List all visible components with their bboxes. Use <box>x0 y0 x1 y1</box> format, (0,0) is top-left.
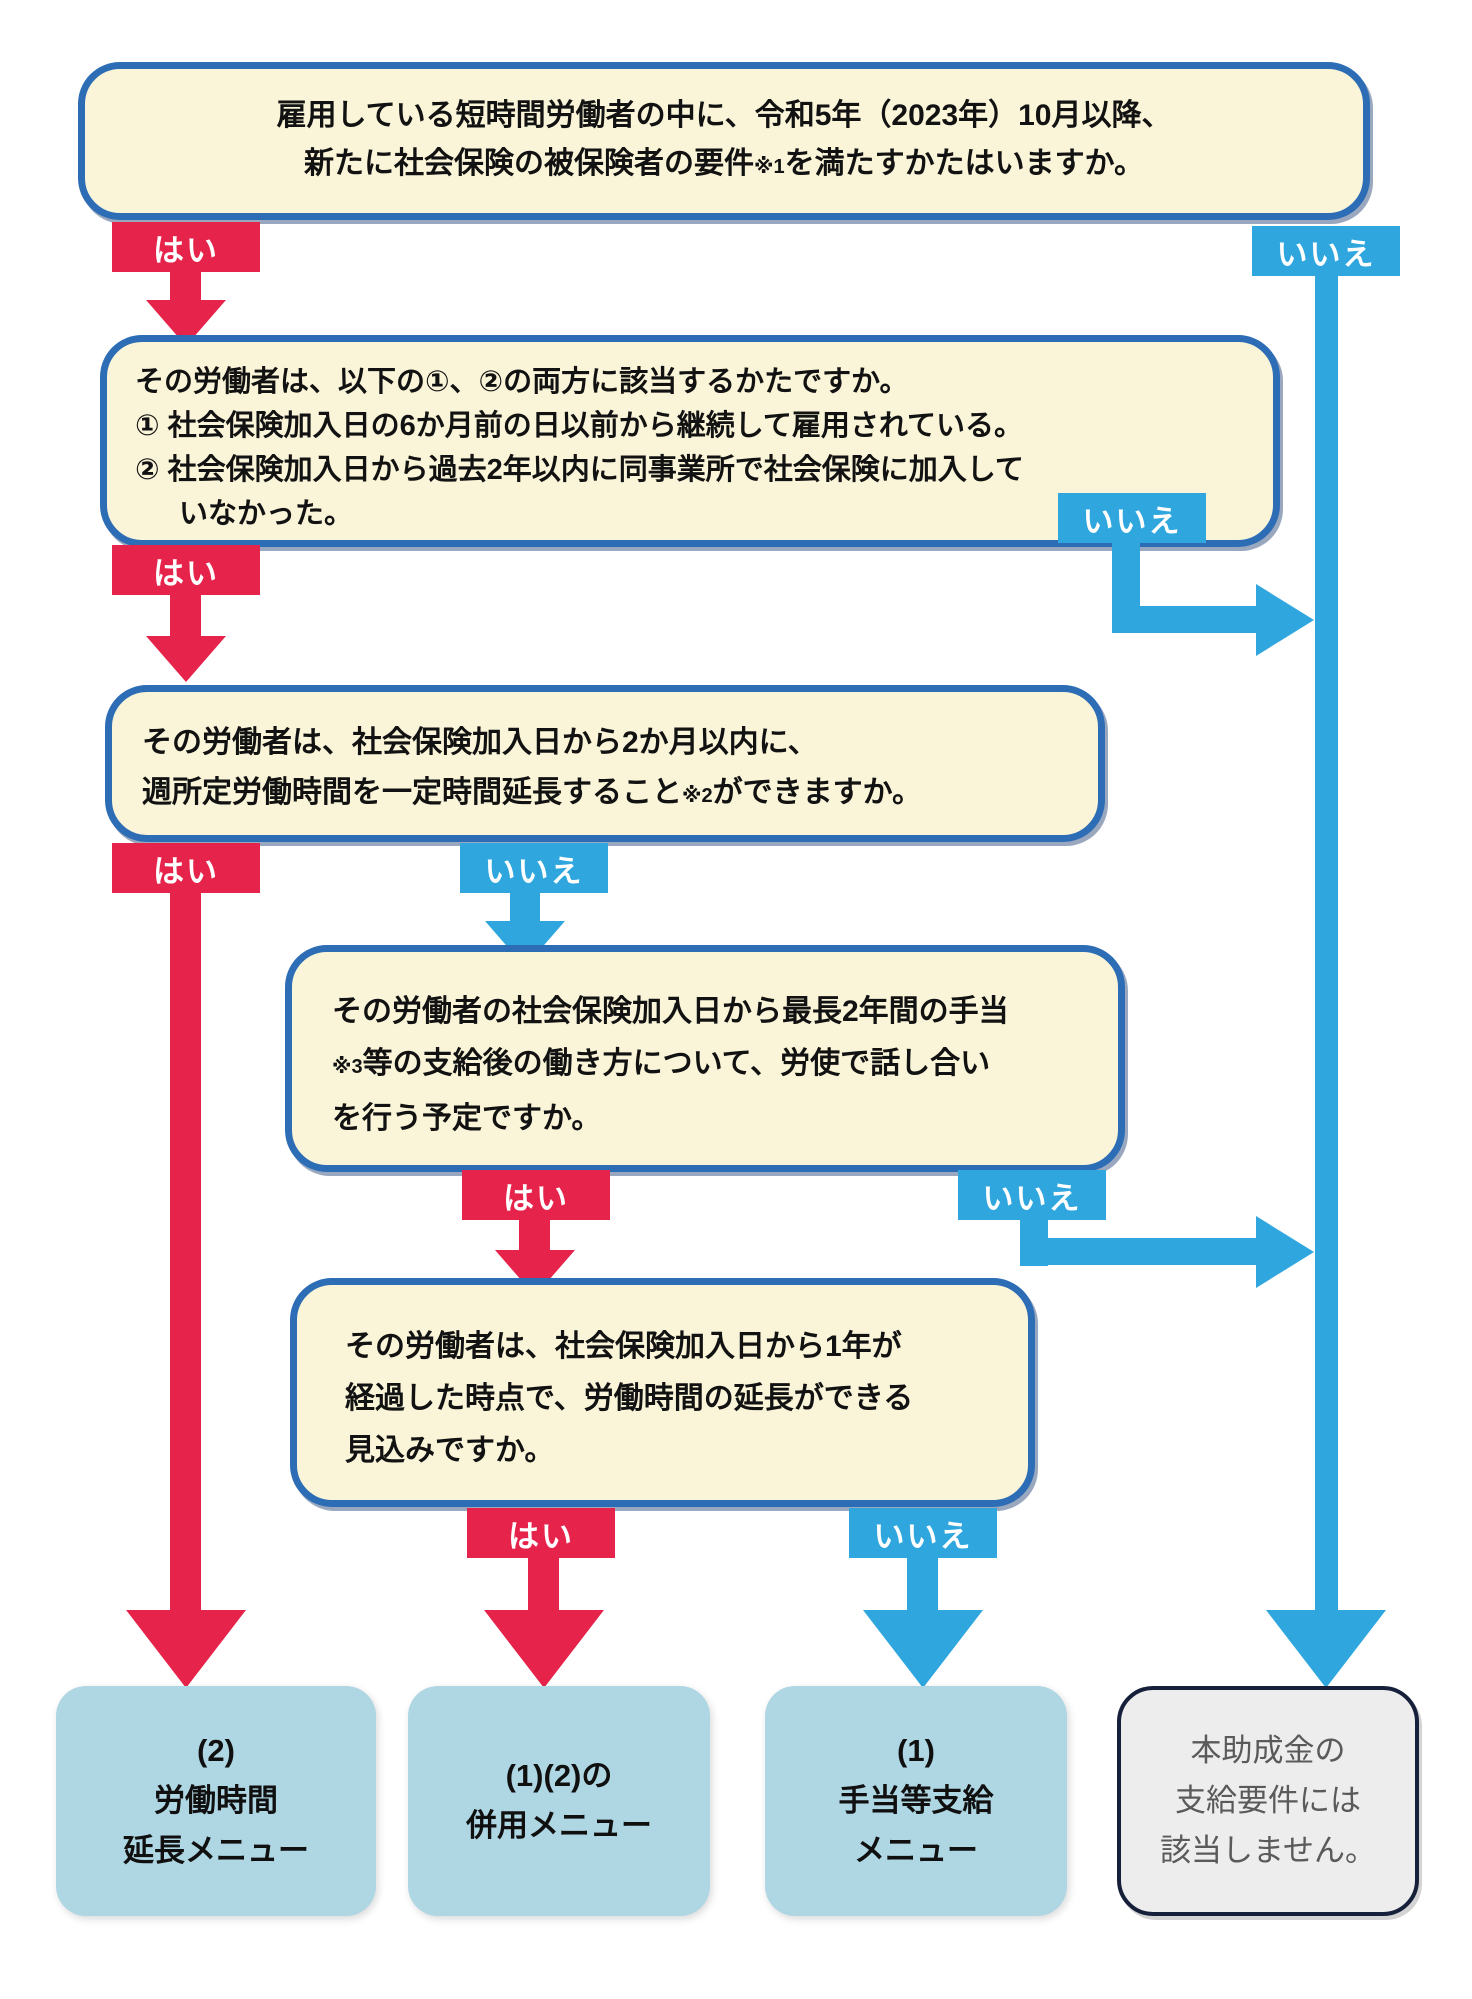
q4-line3: を行う予定ですか。 <box>332 1102 602 1135</box>
r4-line2: 支給要件には <box>1175 1783 1361 1818</box>
question-box-3: その労働者は、社会保険加入日から2か月以内に、 週所定労働時間を一定時間延長する… <box>105 685 1105 842</box>
q2-item2: ② 社会保険加入日から過去2年以内に同事業所で社会保険に加入して <box>135 454 1024 486</box>
footnote-ref-3: ※3 <box>332 1056 363 1078</box>
q5-line1: その労働者は、社会保険加入日から1年が <box>345 1330 902 1363</box>
r2-line2: 併用メニュー <box>466 1808 652 1843</box>
q2-bold-both: 両方に <box>532 366 620 398</box>
q4-line2: ※3等の支給後の働き方について、労使で話し合い <box>332 1047 991 1080</box>
r1-line2: 労働時間 <box>154 1783 278 1818</box>
q2-item2-cont: いなかった。 <box>179 498 354 530</box>
r3-line2: 手当等支給 <box>838 1783 994 1818</box>
no-label-q3: いいえ <box>460 843 608 893</box>
question-box-1: 雇用している短時間労働者の中に、令和5年（2023年）10月以降、 新たに社会保… <box>78 62 1370 220</box>
no-label-q4: いいえ <box>958 1170 1106 1220</box>
result-box-not-eligible: 本助成金の 支給要件には 該当しません。 <box>1117 1686 1419 1916</box>
r1-line1: (2) <box>197 1733 235 1768</box>
r2-line1: (1)(2)の <box>505 1758 613 1793</box>
yes-label-q4: はい <box>462 1170 610 1220</box>
arrow-yes-q4-stem <box>519 1218 550 1254</box>
q3-line2: 週所定労働時間を一定時間延長すること※2ができますか。 <box>142 776 922 809</box>
question-box-2: その労働者は、以下の①、②の両方に該当するかたですか。 ① 社会保険加入日の6か… <box>100 335 1280 547</box>
yes-label-q1: はい <box>112 222 260 272</box>
q2-line1: その労働者は、以下の①、②の両方に該当するかたですか。 <box>135 366 909 398</box>
question-box-5: その労働者は、社会保険加入日から1年が 経過した時点で、労働時間の延長ができる … <box>290 1278 1035 1507</box>
arrow-no-q4-hbar <box>1020 1238 1260 1265</box>
r3-line1: (1) <box>897 1733 935 1768</box>
arrow-no-q5-stem <box>907 1556 938 1614</box>
arrow-yes-q1-stem <box>170 270 201 304</box>
yes-label-q5: はい <box>467 1508 615 1558</box>
arrowhead-no-line-to-not-eligible <box>1266 1610 1386 1688</box>
arrowhead-yes-q3-to-extension <box>126 1610 246 1688</box>
q2-item1: ① 社会保険加入日の6か月前の日以前から継続して雇用されている。 <box>135 410 1024 442</box>
result-box-allowance-menu: (1) 手当等支給 メニュー <box>765 1686 1067 1916</box>
footnote-ref-2: ※2 <box>682 785 713 807</box>
footnote-ref-1: ※1 <box>754 155 785 178</box>
r4-line1: 本助成金の <box>1190 1733 1346 1768</box>
arrowhead-no-q4-to-main-line <box>1256 1216 1314 1288</box>
q5-line3: 見込みですか。 <box>345 1434 555 1467</box>
r3-line3: メニュー <box>854 1833 978 1868</box>
q1-line2: 新たに社会保険の被保険者の要件※1を満たすかたはいますか。 <box>304 146 1144 180</box>
arrowhead-no-q2-to-main-line <box>1256 584 1314 656</box>
arrow-yes-q3-long-stem <box>170 891 201 1614</box>
arrow-no-q1-main-line <box>1315 274 1338 1614</box>
result-box-extension-menu: (2) 労働時間 延長メニュー <box>56 1686 376 1916</box>
question-box-4: その労働者の社会保険加入日から最長2年間の手当 ※3等の支給後の働き方について、… <box>285 945 1125 1172</box>
no-label-q1: いいえ <box>1252 226 1400 276</box>
q5-line2: 経過した時点で、労働時間の延長ができる <box>345 1382 914 1415</box>
yes-label-q2: はい <box>112 545 260 595</box>
r4-line3: 該当しません。 <box>1159 1833 1377 1868</box>
r1-line3: 延長メニュー <box>123 1833 309 1868</box>
yes-label-q3: はい <box>112 843 260 893</box>
result-box-combined-menu: (1)(2)の 併用メニュー <box>408 1686 710 1916</box>
q1-line1: 雇用している短時間労働者の中に、令和5年（2023年）10月以降、 <box>276 98 1172 132</box>
arrow-no-q2-hbar <box>1112 606 1260 633</box>
no-label-q2: いいえ <box>1058 493 1206 543</box>
q3-line1: その労働者は、社会保険加入日から2か月以内に、 <box>142 726 818 759</box>
arrowhead-yes-q5-to-combined <box>484 1610 604 1688</box>
arrow-no-q3-stem <box>510 891 540 925</box>
arrow-yes-q2-stem <box>170 593 201 638</box>
arrowhead-yes-q2-to-q3 <box>146 636 226 682</box>
arrowhead-no-q5-to-allowance <box>863 1610 983 1688</box>
no-label-q5: いいえ <box>849 1508 997 1558</box>
arrow-yes-q5-stem <box>528 1556 559 1614</box>
q4-line1: その労働者の社会保険加入日から最長2年間の手当 <box>332 995 1009 1028</box>
